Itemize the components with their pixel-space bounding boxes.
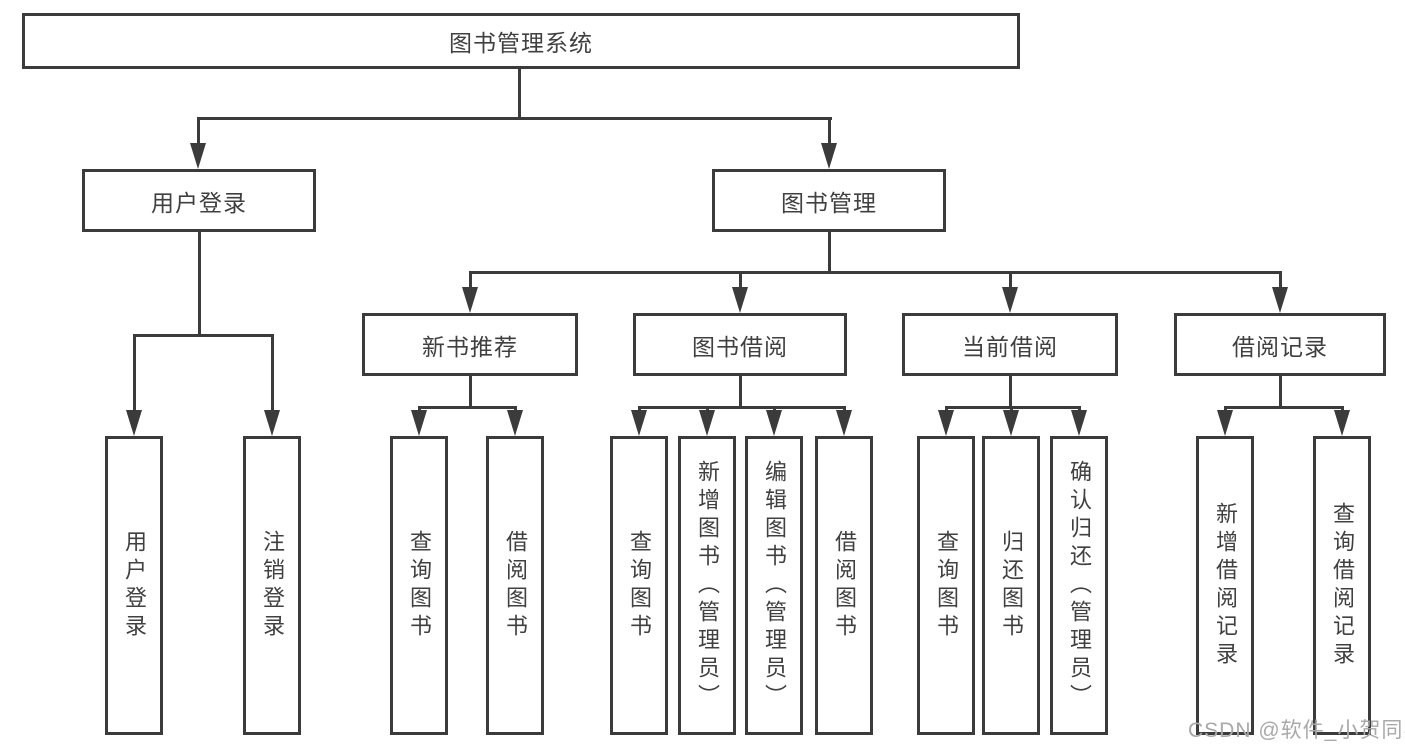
node-leaf-user-login: 用户登录 — [105, 436, 163, 735]
node-root: 图书管理系统 — [22, 13, 1020, 69]
connector-line — [828, 117, 831, 150]
arrowhead-down-icon — [1272, 287, 1288, 313]
arrowhead-down-icon — [190, 143, 206, 169]
connector-line — [1224, 406, 1343, 409]
node-label: 借阅记录 — [1232, 333, 1328, 360]
arrowhead-down-icon — [507, 410, 523, 436]
arrowhead-down-icon — [264, 410, 280, 436]
node-label: 图书借阅 — [692, 333, 788, 360]
connector-line — [197, 117, 832, 120]
node-label: 查询图书 — [627, 529, 652, 642]
node-leaf-edit-books-admin: 编辑图书（管理员） — [745, 436, 803, 735]
node-label: 查询图书 — [934, 529, 959, 642]
watermark: CSDN @软件_小贺同学 — [1188, 719, 1405, 742]
arrowhead-down-icon — [1217, 410, 1233, 436]
connector-line — [469, 376, 472, 409]
node-current-borrow: 当前借阅 — [902, 313, 1118, 376]
arrowhead-down-icon — [411, 410, 427, 436]
arrowhead-down-icon — [631, 410, 647, 436]
node-book-borrow: 图书借阅 — [633, 313, 847, 376]
connector-line — [1009, 271, 1012, 292]
node-label: 编辑图书（管理员） — [762, 459, 787, 712]
node-label: 新增借阅记录 — [1213, 501, 1238, 670]
connector-line — [518, 68, 521, 119]
arrowhead-down-icon — [766, 410, 782, 436]
arrowhead-down-icon — [1003, 410, 1019, 436]
node-leaf-borrow-books-borrow: 借阅图书 — [815, 436, 873, 735]
node-label: 用户登录 — [151, 189, 247, 216]
node-label: 查询借阅记录 — [1330, 501, 1355, 670]
node-label: 借阅图书 — [832, 529, 857, 642]
node-label: 确认归还（管理员） — [1067, 459, 1092, 712]
connector-line — [418, 406, 516, 409]
connector-line — [133, 334, 136, 415]
node-label: 注销登录 — [260, 529, 285, 642]
connector-line — [133, 334, 274, 337]
node-leaf-borrow-books-newbook: 借阅图书 — [486, 436, 544, 735]
node-leaf-logout: 注销登录 — [243, 436, 301, 735]
connector-line — [469, 271, 472, 292]
node-leaf-query-books-current: 查询图书 — [917, 436, 975, 735]
connector-line — [197, 117, 200, 150]
node-leaf-confirm-return-admin: 确认归还（管理员） — [1050, 436, 1108, 735]
connector-line — [1279, 271, 1282, 292]
node-label: 图书管理系统 — [449, 30, 593, 56]
node-label: 当前借阅 — [962, 333, 1058, 360]
node-book-management: 图书管理 — [712, 169, 946, 232]
arrowhead-down-icon — [1071, 410, 1087, 436]
arrowhead-down-icon — [732, 287, 748, 313]
node-leaf-return-books: 归还图书 — [982, 436, 1040, 735]
connector-line — [638, 406, 844, 409]
connector-line — [469, 271, 1281, 274]
node-user-login: 用户登录 — [82, 169, 316, 232]
node-label: 用户登录 — [122, 529, 147, 642]
node-label: 新增图书（管理员） — [695, 459, 720, 712]
node-label: 归还图书 — [999, 529, 1024, 642]
connector-line — [828, 232, 831, 274]
arrowhead-down-icon — [699, 410, 715, 436]
node-leaf-add-borrow-record: 新增借阅记录 — [1196, 436, 1254, 735]
connector-line — [1009, 376, 1012, 409]
arrowhead-down-icon — [836, 410, 852, 436]
node-leaf-query-books-newbook: 查询图书 — [390, 436, 448, 735]
connector-line — [271, 334, 274, 415]
connector-line — [1279, 376, 1282, 409]
connector-line — [739, 271, 742, 292]
node-leaf-query-books-borrow: 查询图书 — [610, 436, 668, 735]
node-new-book-recommend: 新书推荐 — [362, 313, 578, 376]
connector-line — [198, 232, 201, 337]
node-label: 图书管理 — [781, 189, 877, 216]
arrowhead-down-icon — [126, 410, 142, 436]
node-leaf-add-books-admin: 新增图书（管理员） — [678, 436, 736, 735]
node-leaf-query-borrow-record: 查询借阅记录 — [1313, 436, 1371, 735]
arrowhead-down-icon — [1334, 410, 1350, 436]
connector-line — [739, 376, 742, 409]
node-label: 借阅图书 — [503, 529, 528, 642]
arrowhead-down-icon — [938, 410, 954, 436]
arrowhead-down-icon — [1002, 287, 1018, 313]
arrowhead-down-icon — [821, 143, 837, 169]
node-borrow-records: 借阅记录 — [1174, 313, 1386, 376]
node-label: 查询图书 — [407, 529, 432, 642]
node-label: 新书推荐 — [422, 333, 518, 360]
arrowhead-down-icon — [462, 287, 478, 313]
